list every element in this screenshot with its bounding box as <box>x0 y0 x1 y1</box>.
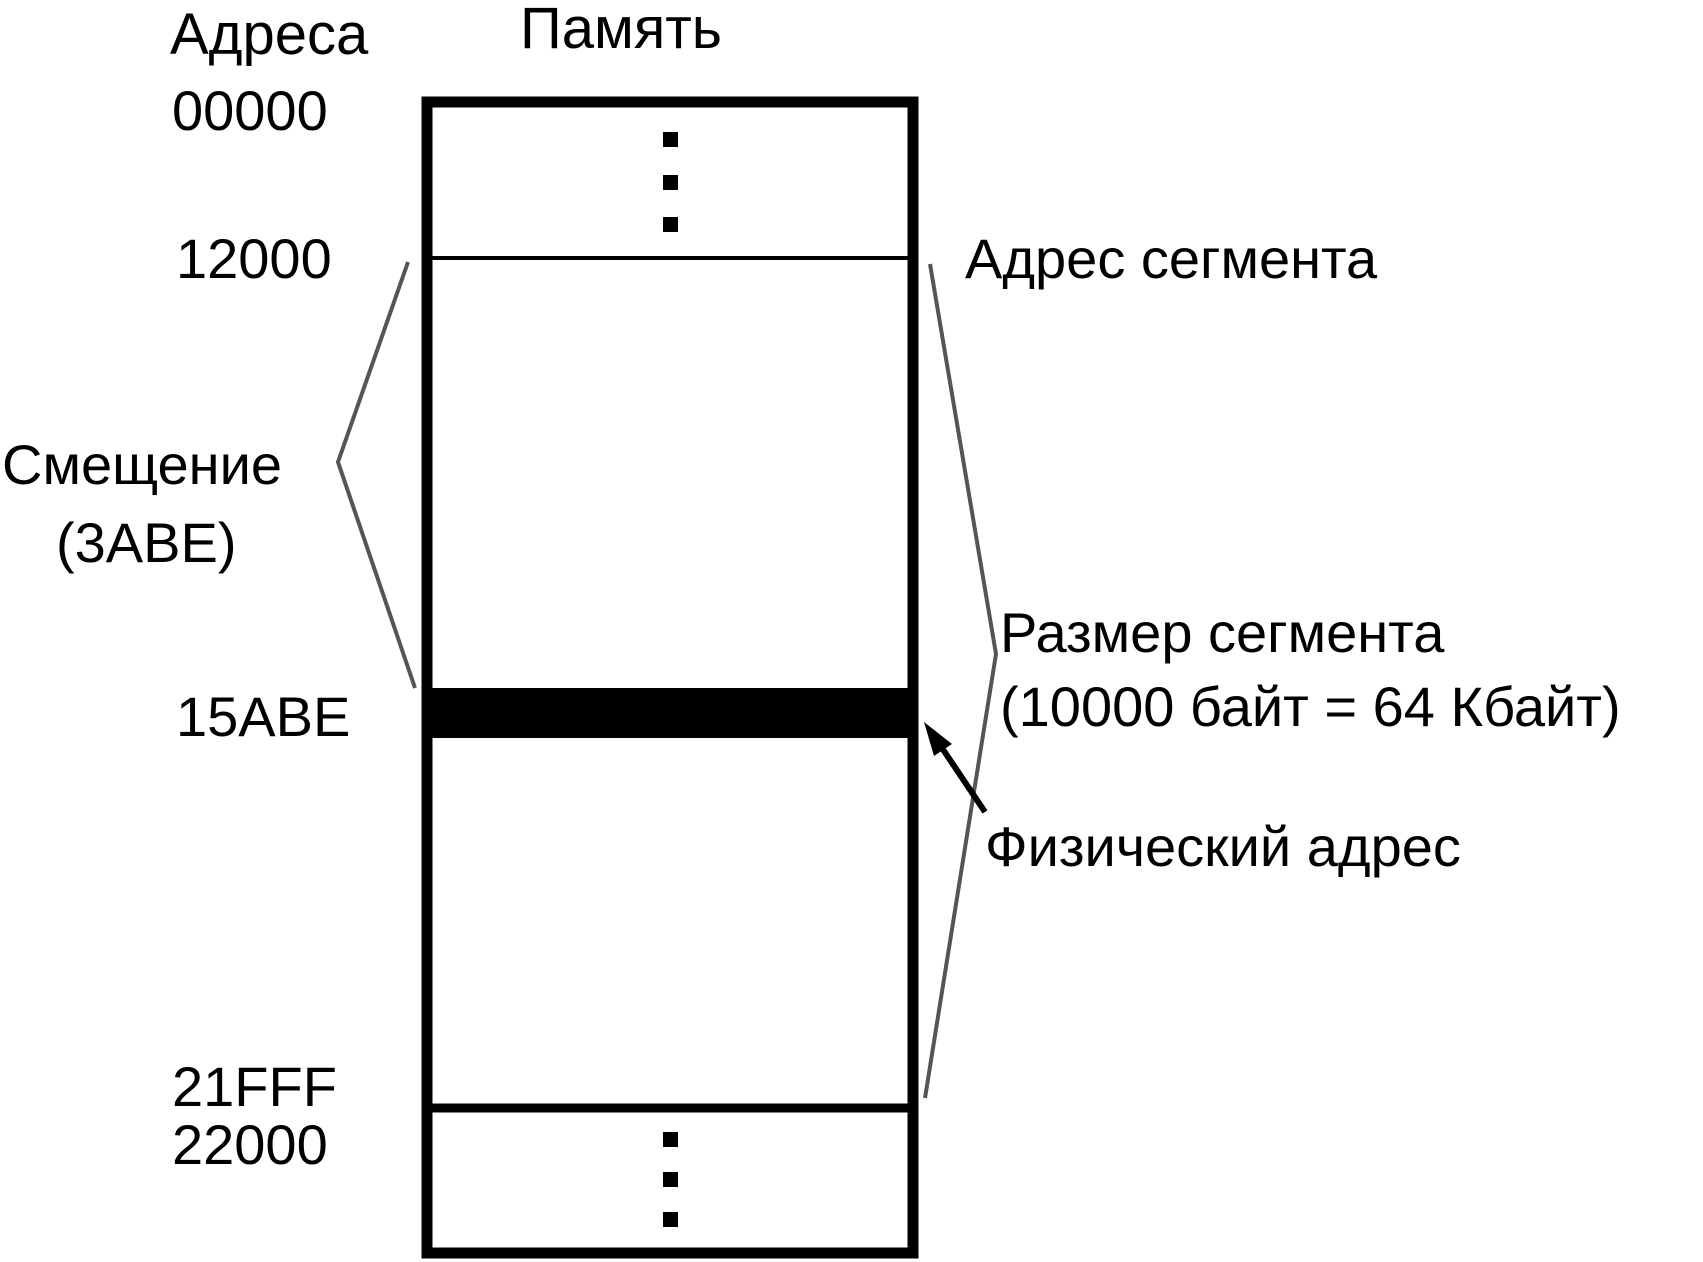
segment-size-bracket <box>923 263 999 1099</box>
address-21fff: 21FFF <box>172 1055 337 1118</box>
ellipsis-bottom-icon <box>663 1132 678 1227</box>
segment-size-label: Размер сегмента <box>1000 601 1445 664</box>
addresses-header: Адреса <box>170 2 369 67</box>
physical-address-cell <box>427 688 913 738</box>
offset-label: Смещение <box>2 433 282 496</box>
address-15abe: 15ABE <box>176 685 350 748</box>
offset-value-label: (3ABE) <box>56 511 237 574</box>
offset-bracket <box>335 261 417 689</box>
ellipsis-top-icon <box>663 132 678 232</box>
address-00000: 00000 <box>172 79 328 142</box>
memory-block <box>421 96 919 1259</box>
memory-header: Память <box>520 0 722 61</box>
physical-address-label: Физический адрес <box>985 815 1461 878</box>
address-12000: 12000 <box>176 227 332 290</box>
address-22000: 22000 <box>172 1113 328 1176</box>
segment-size-value-label: (10000 байт = 64 Кбайт) <box>1000 675 1621 738</box>
physical-address-arrow-icon <box>924 722 988 814</box>
segment-address-label: Адрес сегмента <box>965 227 1378 290</box>
